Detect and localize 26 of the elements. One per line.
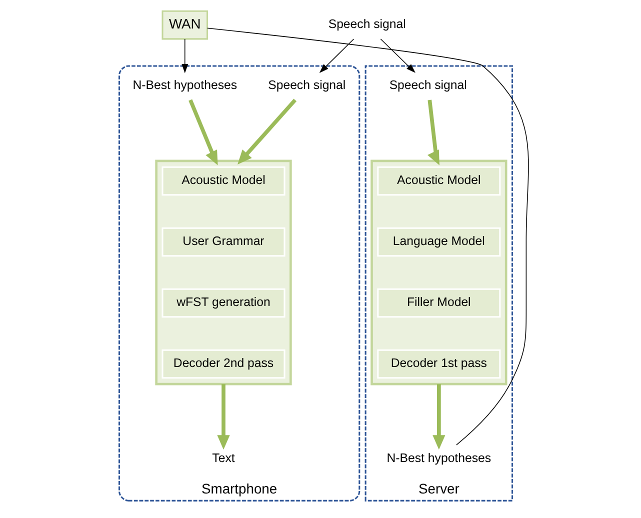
arrow: [318, 38, 354, 73]
node-box: Decoder 1st pass: [376, 349, 500, 379]
cluster: [370, 160, 507, 386]
arrow: [188, 99, 218, 166]
node-text: Speech signal: [328, 16, 406, 31]
node-box: wFST generation: [161, 288, 285, 318]
node-box: Acoustic Model: [376, 166, 500, 196]
arrow: [237, 98, 296, 165]
node-box: Language Model: [376, 227, 500, 257]
connector: [206, 28, 528, 446]
node-text: Speech signal: [388, 78, 466, 92]
node-box: Decoder 2nd pass: [161, 349, 285, 379]
arrow: [380, 38, 415, 73]
node-text: Speech signal: [268, 78, 346, 92]
node-box: User Grammar: [161, 227, 285, 257]
node-box: Acoustic Model: [161, 166, 285, 196]
cluster: [154, 160, 292, 386]
arrow: [427, 100, 439, 166]
node-box: Filler Model: [376, 288, 500, 318]
arrow: [216, 384, 230, 450]
node-box: WAN: [161, 10, 208, 40]
arrow: [181, 38, 188, 74]
node-text: N-Best hypotheses: [386, 450, 491, 465]
node-text: Text: [212, 450, 234, 465]
node-text: N-Best hypotheses: [132, 78, 237, 92]
arrow: [432, 384, 445, 450]
